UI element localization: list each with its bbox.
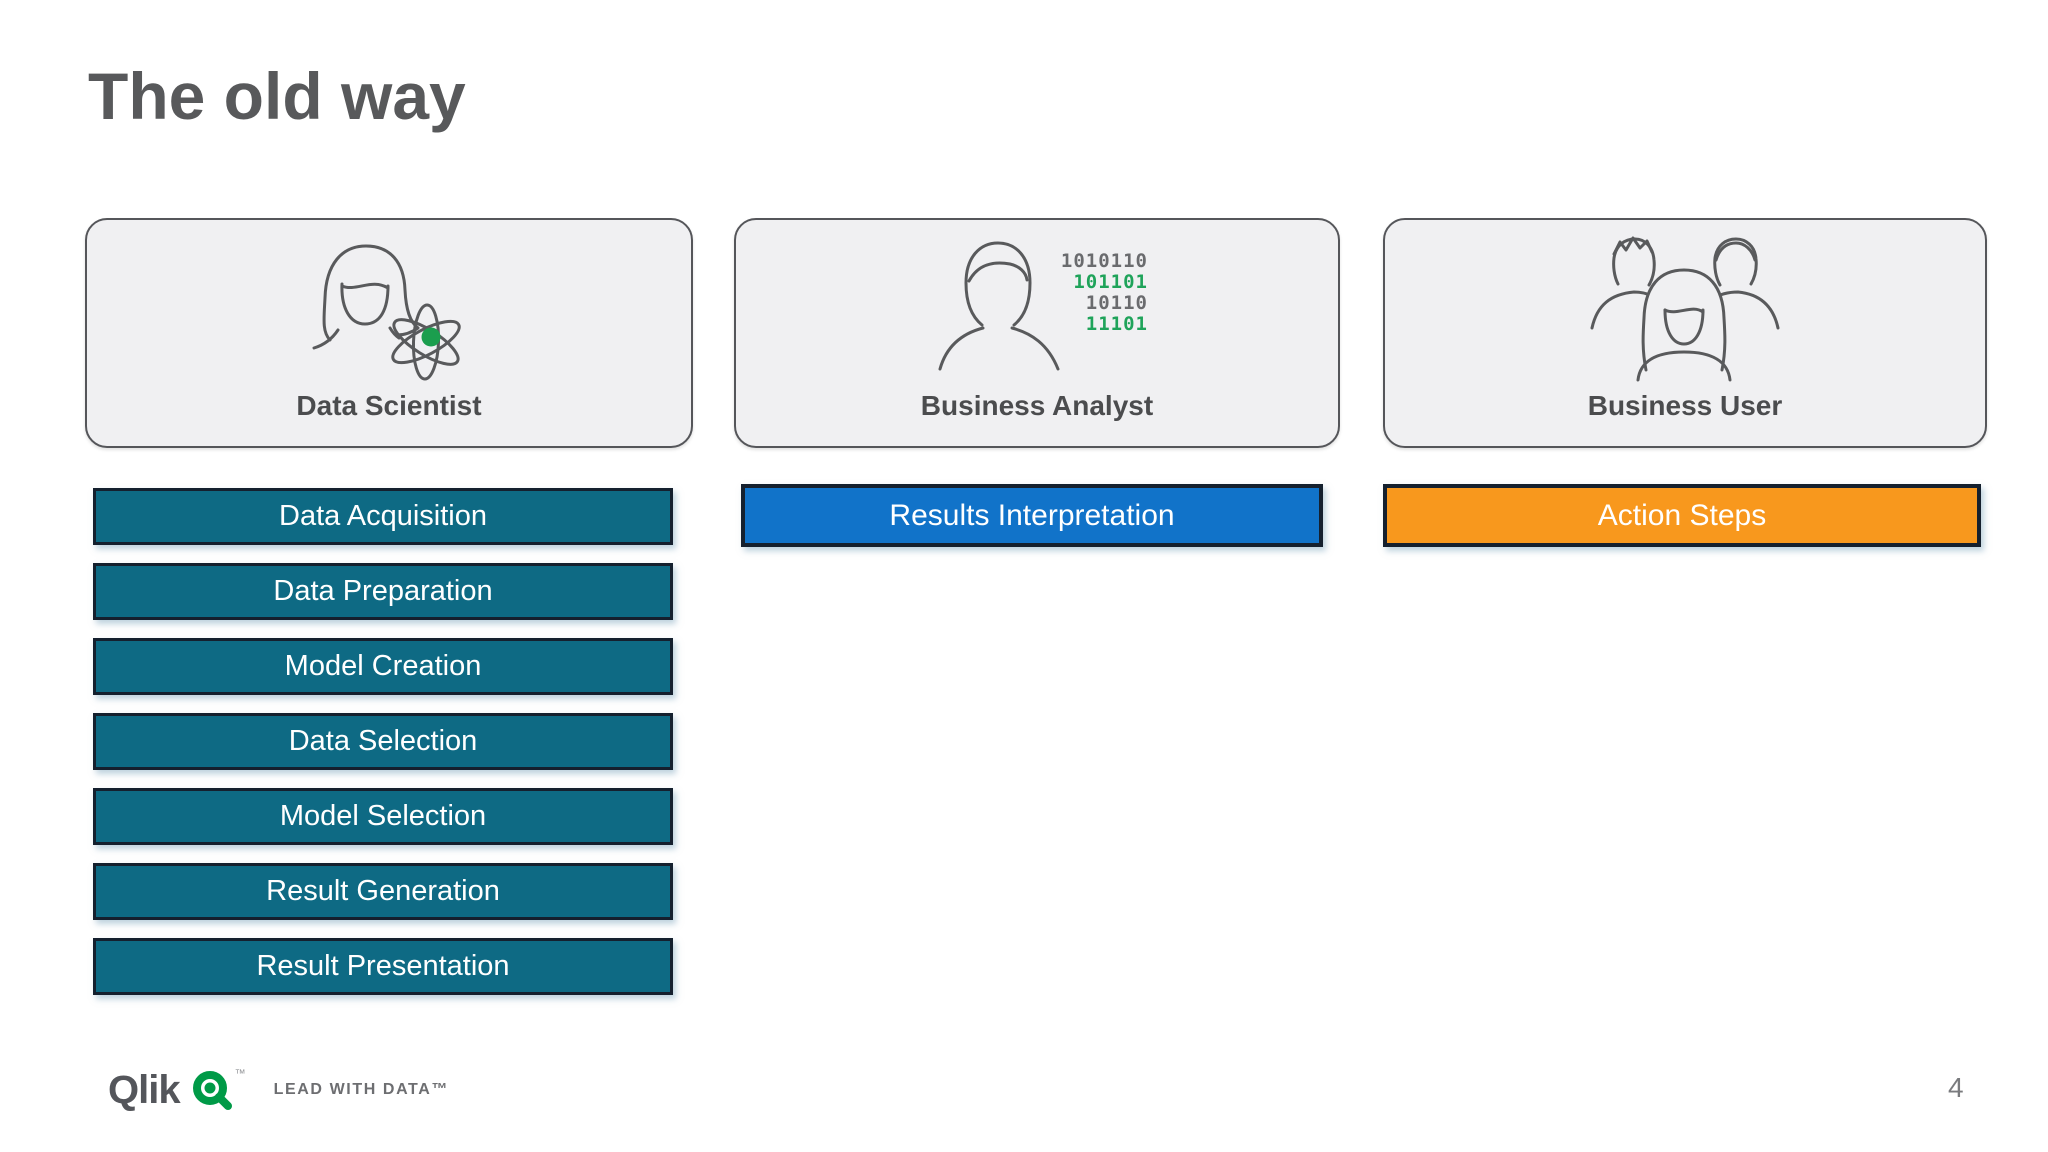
- task-stack-business-analyst: Results Interpretation: [741, 484, 1323, 565]
- binary-code-line: 101101: [1073, 271, 1148, 293]
- persona-card-business-user: Business User: [1383, 218, 1987, 448]
- man-head-icon: [938, 241, 1060, 371]
- persona-label: Data Scientist: [296, 390, 482, 421]
- qlik-q-icon: [192, 1071, 232, 1110]
- task-stack-business-user: Action Steps: [1383, 484, 1981, 565]
- business-user-icon: [1385, 226, 1985, 386]
- qlik-tagline: LEAD WITH DATA™: [273, 1081, 449, 1098]
- persona-card-data-scientist: Data Scientist: [85, 218, 693, 448]
- slide-title: The old way: [88, 59, 466, 133]
- task-bar: Results Interpretation: [741, 484, 1323, 547]
- task-bar: Result Presentation: [93, 938, 673, 995]
- binary-code-line: 10110: [1085, 292, 1148, 314]
- binary-code-line: 11101: [1085, 313, 1148, 335]
- task-bar: Model Selection: [93, 788, 673, 845]
- woman-with-atom-icon: [312, 244, 461, 381]
- data-scientist-icon: [87, 226, 691, 386]
- task-bar: Data Selection: [93, 713, 673, 770]
- atom-nucleus-dot: [421, 327, 441, 347]
- page-number: 4: [1948, 1072, 1964, 1103]
- persona-label: Business Analyst: [920, 390, 1154, 421]
- persona-label: Business User: [1587, 390, 1783, 421]
- atom-icon: [391, 303, 461, 381]
- task-bar: Data Acquisition: [93, 488, 673, 545]
- qlik-wordmark: Qlik: [108, 1067, 181, 1112]
- task-bar: Action Steps: [1383, 484, 1981, 547]
- group-of-people-icon: [1590, 236, 1780, 382]
- task-bar: Data Preparation: [93, 563, 673, 620]
- task-bar: Model Creation: [93, 638, 673, 695]
- task-bar: Result Generation: [93, 863, 673, 920]
- qlik-logo: Qlik ™ LEAD WITH DATA™: [108, 1066, 449, 1114]
- trademark-symbol: ™: [234, 1068, 246, 1080]
- binary-code-line: 1010110: [1060, 250, 1148, 272]
